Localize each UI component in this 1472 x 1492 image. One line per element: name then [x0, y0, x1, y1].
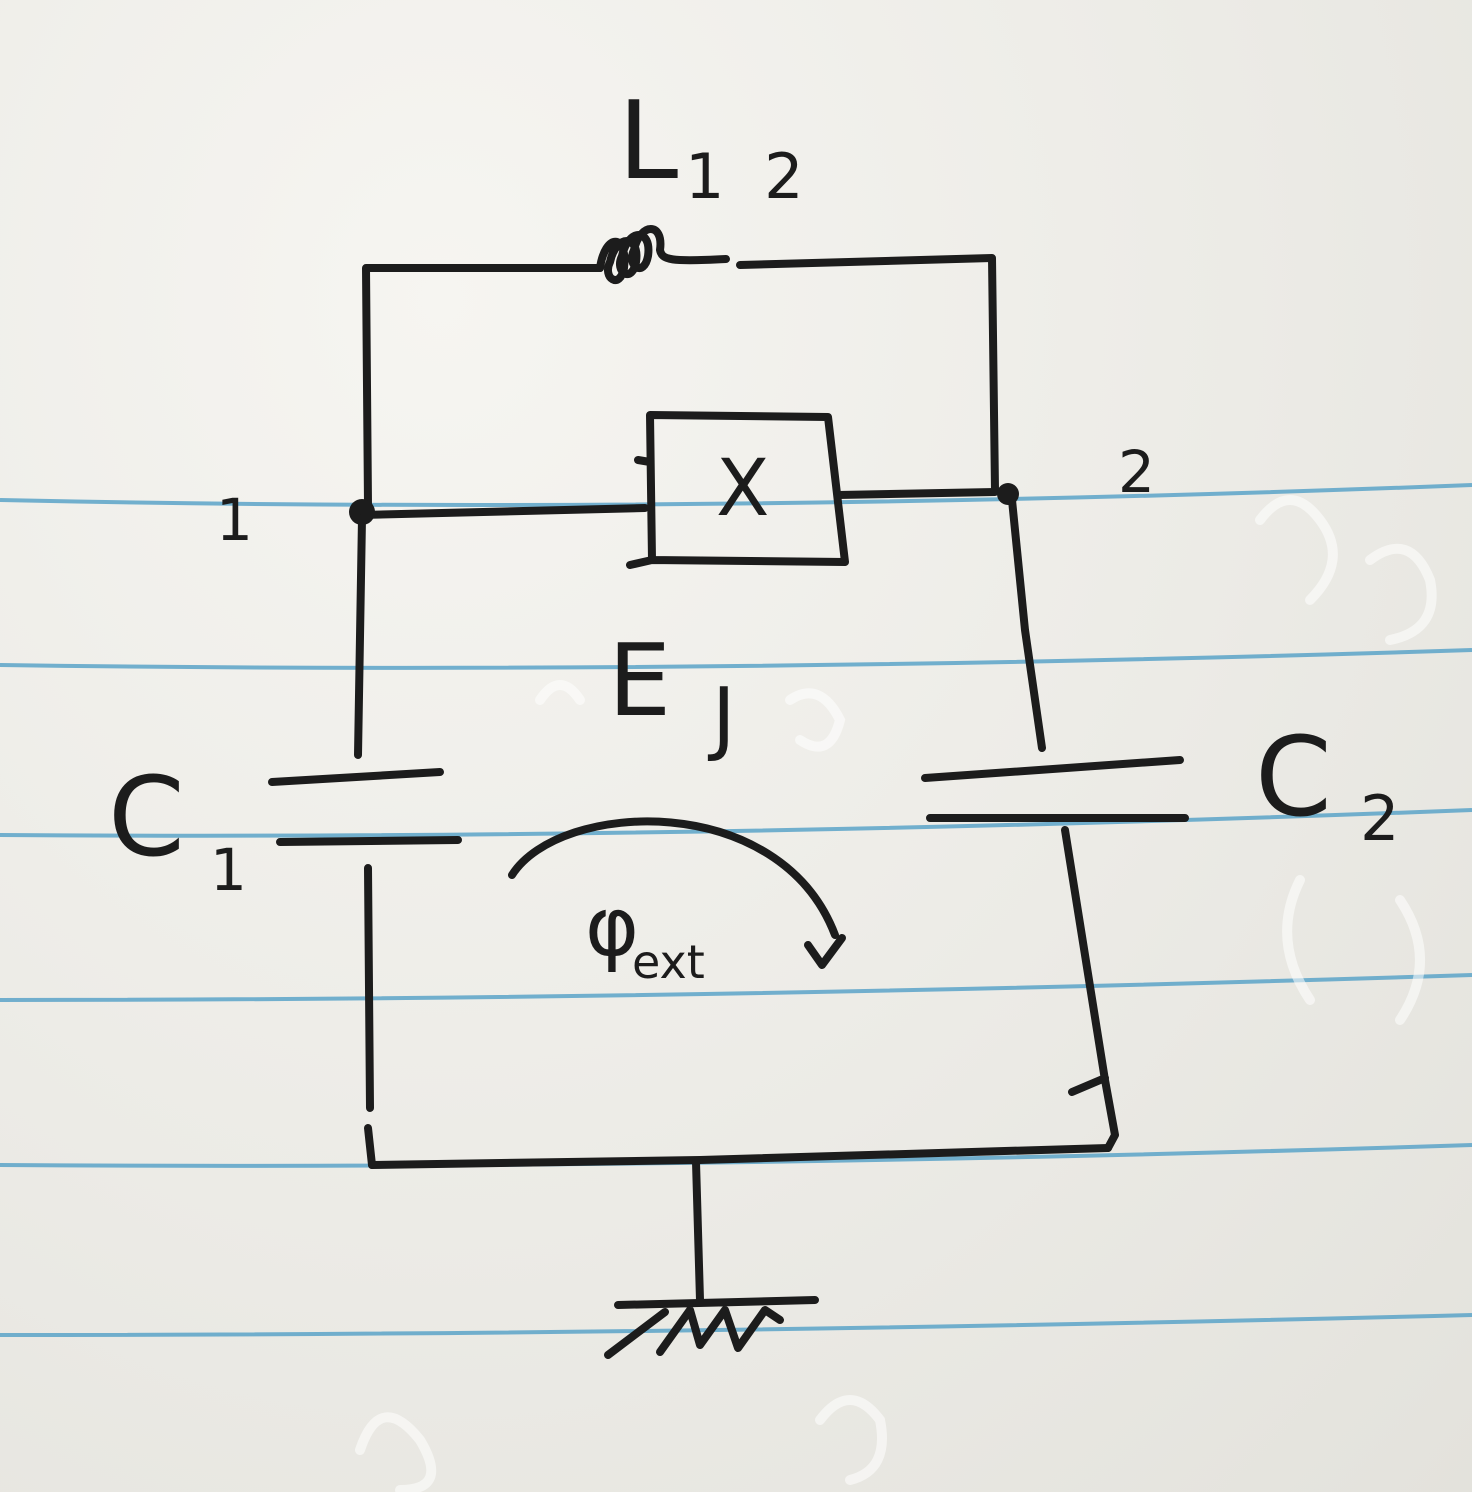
ruled-lines: [0, 483, 1472, 1337]
capacitor-c1-plates: [268, 768, 462, 846]
junction-energy-subscript: J: [707, 671, 736, 764]
josephson-junction-box: [626, 411, 849, 569]
ground-wire: [692, 1158, 704, 1304]
right-wire-lower: [1061, 826, 1119, 1152]
bottom-wire: [368, 1144, 1112, 1169]
node-2-label: 2: [1118, 438, 1155, 506]
c2-label-subscript: 2: [1360, 782, 1399, 855]
inductor-label-subscript: 1 2: [685, 140, 814, 213]
junction-energy-main: E: [608, 622, 671, 739]
flux-label-subscript: ext: [632, 935, 705, 989]
capacitor-c1-label: C 1: [108, 753, 247, 904]
node-1-dot: [349, 499, 375, 525]
capacitor-c2-label: C 2: [1255, 713, 1399, 855]
junction-wire-right: [834, 488, 999, 499]
external-flux-label: φ ext: [585, 880, 705, 989]
c2-label-main: C: [1255, 713, 1332, 841]
inductor-label: L 1 2: [618, 79, 814, 213]
c1-label-subscript: 1: [210, 836, 247, 904]
left-wire-upper: [354, 514, 366, 759]
junction-x-mark: X: [716, 444, 769, 534]
inductor-symbol: [596, 225, 730, 284]
ground-symbol: [604, 1296, 819, 1359]
c1-label-main: C: [108, 753, 185, 881]
flux-arrow: [508, 817, 839, 939]
left-wire-lower: [364, 864, 376, 1169]
top-wire: [362, 254, 999, 509]
inductor-label-main: L: [618, 79, 678, 204]
capacitor-c2-plates: [921, 756, 1189, 822]
junction-wire-left: [356, 504, 649, 519]
flux-label-main: φ: [585, 880, 639, 975]
junction-energy-label: E J: [608, 622, 736, 764]
right-wire-upper: [1008, 496, 1046, 752]
node-1-label: 1: [216, 486, 253, 554]
flux-arrowhead-icon: [804, 934, 846, 969]
paper-impressions: [355, 495, 1437, 1492]
